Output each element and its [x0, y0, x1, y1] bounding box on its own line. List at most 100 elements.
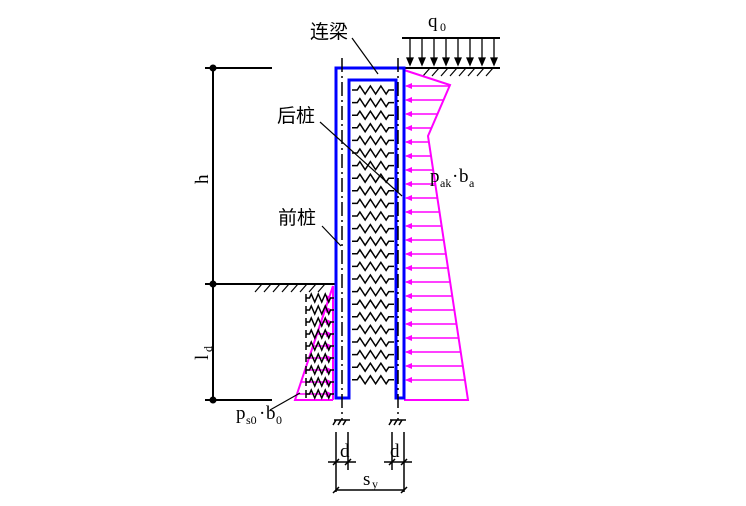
soil-spring — [306, 328, 334, 340]
soil-spring — [306, 352, 334, 364]
ground-hatch — [476, 67, 485, 77]
ground-hatch — [272, 283, 281, 293]
soil-spring — [306, 388, 334, 400]
inter-pile-spring — [352, 160, 394, 171]
ground-hatch — [281, 283, 290, 293]
inter-pile-spring — [352, 97, 394, 108]
load-label-sub: 0 — [440, 20, 446, 34]
ground-hatch — [458, 67, 467, 77]
svg-text:·: · — [452, 166, 458, 187]
inter-pile-spring — [352, 324, 394, 335]
pile-supports — [332, 419, 406, 426]
active-arrowhead — [405, 363, 412, 369]
svg-text:s0: s0 — [246, 413, 257, 427]
soil-springs — [305, 84, 394, 400]
inter-pile-spring — [352, 198, 394, 209]
inter-pile-spring — [352, 84, 394, 96]
front-pile-label: 前桩 — [278, 207, 316, 229]
soil-spring — [306, 304, 334, 316]
pile-centerlines — [341, 58, 399, 420]
load-arrowhead — [466, 57, 474, 67]
inter-pile-spring — [352, 109, 394, 121]
inter-pile-spring — [352, 374, 394, 386]
ground-hatch — [308, 283, 317, 293]
inter-pile-spring — [352, 122, 394, 134]
active-arrowhead — [405, 209, 412, 215]
inter-pile-spring — [352, 261, 394, 272]
inter-pile-spring — [352, 361, 394, 373]
inter-pile-spring — [352, 235, 394, 247]
active-arrowhead — [405, 125, 412, 131]
inter-pile-spring — [352, 223, 394, 234]
ground-hatch — [440, 67, 449, 77]
beam-label: 连梁 — [310, 21, 348, 43]
diameter-left-label: d — [340, 441, 350, 462]
active-arrowhead — [405, 167, 412, 173]
height-dimension — [205, 64, 272, 404]
pile-frame — [334, 66, 406, 400]
soil-spring — [306, 340, 334, 352]
back-pile-label: 后桩 — [277, 105, 315, 127]
active-arrowhead — [405, 279, 412, 285]
svg-text:0: 0 — [276, 413, 282, 427]
svg-text:b: b — [459, 166, 469, 187]
active-arrowhead — [405, 223, 412, 229]
passive-pressure-label: p s0 · b 0 — [236, 403, 282, 427]
height-label: h — [192, 174, 213, 184]
active-arrowhead — [405, 195, 412, 201]
spacing-label-sub: y — [372, 477, 378, 491]
spacing-label: s — [363, 469, 370, 490]
soil-spring — [306, 292, 334, 304]
ground-hatch — [317, 283, 326, 293]
active-arrowhead — [405, 111, 412, 117]
active-arrowhead — [405, 335, 412, 341]
inter-pile-spring — [352, 248, 394, 260]
ground-hatch — [254, 283, 263, 293]
inter-pile-spring — [352, 185, 394, 197]
embed-label: l — [192, 355, 213, 360]
bottom-dimensions — [328, 432, 412, 494]
inter-pile-spring — [352, 273, 394, 285]
load-arrowhead — [430, 57, 438, 67]
svg-text:·: · — [259, 403, 265, 424]
load-arrowhead — [418, 57, 426, 67]
ground-surface-right — [400, 67, 500, 77]
embed-label-sub: d — [201, 346, 215, 352]
ground-hatch — [449, 67, 458, 77]
active-arrowhead — [405, 97, 412, 103]
svg-text:p: p — [430, 166, 440, 187]
soil-spring — [306, 364, 334, 376]
load-arrowhead — [478, 57, 486, 67]
active-arrowhead — [405, 153, 412, 159]
ground-hatch — [290, 283, 299, 293]
load-arrowhead — [406, 57, 414, 67]
ground-hatch — [422, 67, 431, 77]
active-arrowhead — [405, 181, 412, 187]
svg-text:ak: ak — [440, 176, 451, 190]
inter-pile-spring — [352, 298, 394, 310]
active-pressure-diagram — [403, 69, 470, 401]
inter-pile-spring — [352, 210, 394, 222]
inter-pile-spring — [352, 135, 394, 146]
inter-pile-spring — [352, 147, 394, 159]
active-pressure-label: p ak · b a — [430, 166, 475, 190]
svg-text:a: a — [469, 176, 475, 190]
diameter-right-label: d — [390, 441, 400, 462]
inter-pile-spring — [352, 349, 394, 360]
soil-spring — [306, 376, 334, 388]
active-arrowhead — [405, 139, 412, 145]
surcharge-load — [402, 37, 500, 67]
svg-text:p: p — [236, 403, 246, 424]
soil-spring — [306, 316, 334, 328]
load-label: q — [428, 11, 438, 32]
ground-hatch — [485, 67, 494, 77]
leader-lines — [269, 37, 403, 411]
active-arrowhead — [405, 293, 412, 299]
load-arrowhead — [490, 57, 498, 67]
active-arrowhead — [405, 377, 412, 383]
inter-pile-spring — [352, 286, 394, 297]
active-arrowhead — [405, 237, 412, 243]
active-arrowhead — [405, 321, 412, 327]
load-arrowhead — [454, 57, 462, 67]
